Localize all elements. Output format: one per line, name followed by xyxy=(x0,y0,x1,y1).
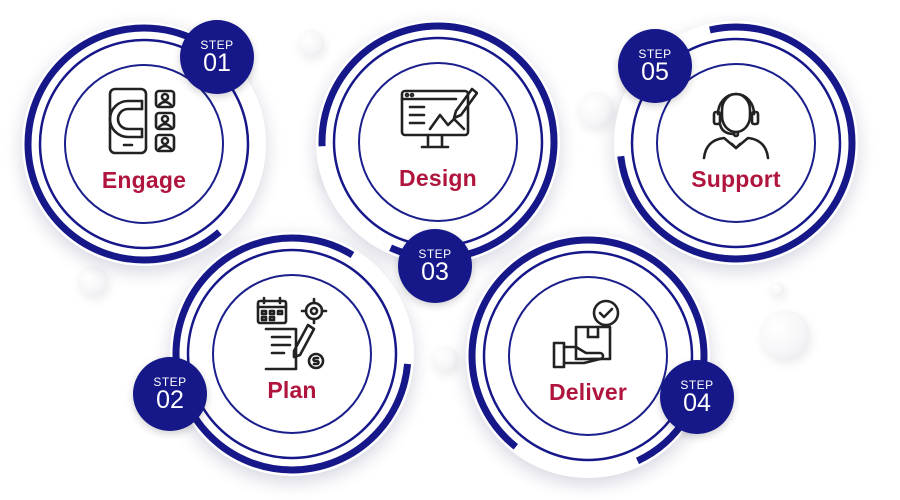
step-label: Plan xyxy=(267,376,317,403)
decorative-bubble xyxy=(432,346,458,372)
circle-rings xyxy=(172,234,412,474)
circle-inner: Design xyxy=(358,62,518,222)
magnet-attract-users-icon xyxy=(108,87,176,154)
support-agent-headset-icon xyxy=(702,92,770,159)
decorative-bubble xyxy=(760,310,810,360)
step-badge-02: STEP 02 xyxy=(133,357,207,431)
step-number: 02 xyxy=(156,386,184,414)
step-label: Design xyxy=(399,164,477,191)
step-word: STEP xyxy=(200,38,234,52)
decorative-bubble xyxy=(298,30,324,56)
step-design: Design xyxy=(316,20,560,264)
circle-rings xyxy=(24,24,264,264)
step-badge-01: STEP 01 xyxy=(180,20,254,94)
step-badge-03: STEP 03 xyxy=(398,229,472,303)
decorative-bubble xyxy=(770,282,784,296)
step-number: 04 xyxy=(683,389,711,417)
delivery-box-check-icon xyxy=(552,299,620,368)
step-badge-04: STEP 04 xyxy=(660,360,734,434)
circle-rings xyxy=(468,236,708,476)
circle-inner: Deliver xyxy=(508,276,668,436)
step-word: STEP xyxy=(418,247,452,261)
circle-rings xyxy=(616,23,856,263)
decorative-bubble xyxy=(578,92,614,128)
step-label: Support xyxy=(691,165,781,192)
step-number: 05 xyxy=(641,58,669,86)
planning-calendar-target-icon xyxy=(256,296,328,370)
step-word: STEP xyxy=(153,375,187,389)
step-number: 01 xyxy=(203,49,231,77)
step-word: STEP xyxy=(680,378,714,392)
circle-inner: Engage xyxy=(64,64,224,224)
step-number: 03 xyxy=(421,258,449,286)
design-monitor-pen-icon xyxy=(400,87,478,148)
step-label: Engage xyxy=(101,166,187,193)
step-word: STEP xyxy=(638,47,672,61)
step-deliver: Deliver xyxy=(466,234,710,478)
circle-inner: Plan xyxy=(212,274,372,434)
step-plan: Plan xyxy=(170,232,414,476)
decorative-bubble xyxy=(78,266,108,296)
step-label: Deliver xyxy=(548,378,628,405)
step-badge-05: STEP 05 xyxy=(618,29,692,103)
